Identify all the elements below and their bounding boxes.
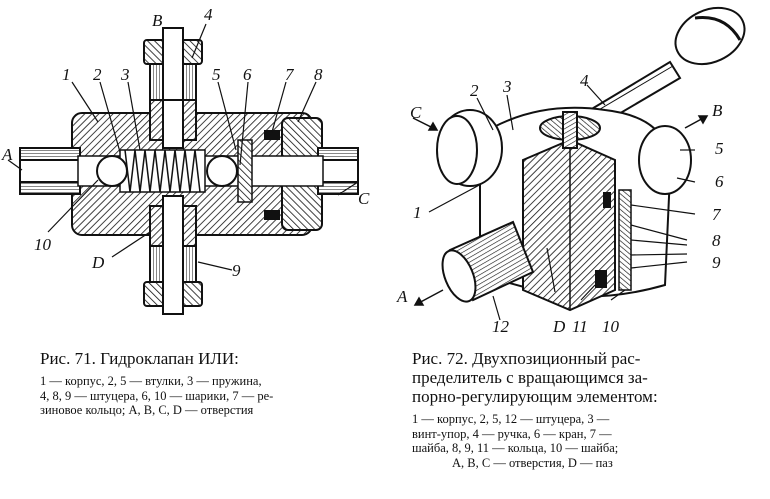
ball-6 xyxy=(206,155,238,187)
left-port-fitting xyxy=(19,147,81,195)
fig71-label-8: 8 xyxy=(314,65,323,84)
sleeve-5 xyxy=(237,139,253,203)
fig72-label-D: D xyxy=(553,317,566,336)
ball-10 xyxy=(96,155,128,187)
fig72-label-5: 5 xyxy=(715,139,724,158)
fig71-legend-line: зиновое кольцо; A, B, C, D — отверстия xyxy=(40,403,254,417)
fig72-label-10: 10 xyxy=(602,317,619,336)
figure-71-drawing xyxy=(7,23,359,315)
fig72-label-B: B xyxy=(712,101,723,120)
fig71-label-10: 10 xyxy=(34,235,51,254)
fitting-12 xyxy=(441,220,535,303)
top-fitting-4 xyxy=(143,27,203,149)
fig72-label-3: 3 xyxy=(503,77,512,96)
fig72-label-12: 12 xyxy=(492,317,509,336)
fig71-caption-title: Рис. 71. Гидроклапан ИЛИ: xyxy=(40,349,239,368)
fig72-label-8: 8 xyxy=(712,231,721,250)
fig72-label-4: 4 xyxy=(580,71,589,90)
fig71-label-9: 9 xyxy=(232,261,241,280)
spring-3 xyxy=(119,149,206,193)
ring-11 xyxy=(595,270,607,288)
leader-lines-72 xyxy=(428,84,696,321)
fig72-title-line: порно-регулирующим элементом: xyxy=(412,387,658,406)
figure-72-drawing xyxy=(412,6,746,321)
fig71-label-A: A xyxy=(2,145,13,164)
fig72-legend-line: A, B, C — отверстия, D — паз xyxy=(452,455,613,470)
fig72-label-C: C xyxy=(410,103,422,122)
fig72-title-line: Рис. 72. Двухпозиционный рас- xyxy=(412,349,641,368)
fig72-label-2: 2 xyxy=(470,81,479,100)
bottom-fitting-9 xyxy=(143,195,203,315)
fig71-caption-legend: 1 — корпус, 2, 5 — втулки, 3 — пружина, … xyxy=(40,374,370,418)
washer-10 xyxy=(618,189,632,291)
rubber-ring-7b xyxy=(264,210,280,220)
fig72-label-1: 1 xyxy=(413,203,422,222)
fig71-label-4: 4 xyxy=(204,5,213,24)
rubber-ring-7 xyxy=(264,130,280,140)
fig72-caption-title: Рис. 72. Двухпозиционный рас- пределител… xyxy=(412,349,762,406)
fig72-title-line: пределитель с вращающимся за- xyxy=(412,368,648,387)
stop-screw-3 xyxy=(539,111,601,149)
fig71-label-1: 1 xyxy=(62,65,71,84)
fig71-label-C: C xyxy=(358,189,370,208)
fig71-legend-line: 4, 8, 9 — штуцера, 6, 10 — шарики, 7 — р… xyxy=(40,388,274,403)
fig71-legend-line: 1 — корпус, 2, 5 — втулки, 3 — пружина, xyxy=(40,374,262,388)
fig72-label-6: 6 xyxy=(715,172,724,191)
fig72-legend-line: винт-упор, 4 — ручка, 6 — кран, 7 — xyxy=(412,426,612,441)
fig71-label-2: 2 xyxy=(93,65,102,84)
fig72-label-11: 11 xyxy=(572,317,588,336)
fig71-label-D: D xyxy=(92,253,105,272)
fig71-label-6: 6 xyxy=(243,65,252,84)
fig72-label-9: 9 xyxy=(712,253,721,272)
leader-lines-71 xyxy=(7,23,359,271)
fig72-label-A: A xyxy=(397,287,408,306)
fig71-label-B: B xyxy=(152,11,163,30)
flow-arrows xyxy=(412,115,709,306)
fig72-caption-legend: 1 — корпус, 2, 5, 12 — штуцера, 3 — винт… xyxy=(412,412,762,470)
fig72-label-7: 7 xyxy=(712,205,721,224)
fig71-label-7: 7 xyxy=(285,65,294,84)
fig72-legend-line: шайба, 8, 9, 11 — кольца, 10 — шайба; xyxy=(412,441,619,455)
right-port-fitting xyxy=(317,147,359,195)
fig71-label-3: 3 xyxy=(121,65,130,84)
fig71-label-5: 5 xyxy=(212,65,221,84)
fig72-legend-line: 1 — корпус, 2, 5, 12 — штуцера, 3 — xyxy=(412,412,610,426)
ring-8 xyxy=(603,192,611,208)
